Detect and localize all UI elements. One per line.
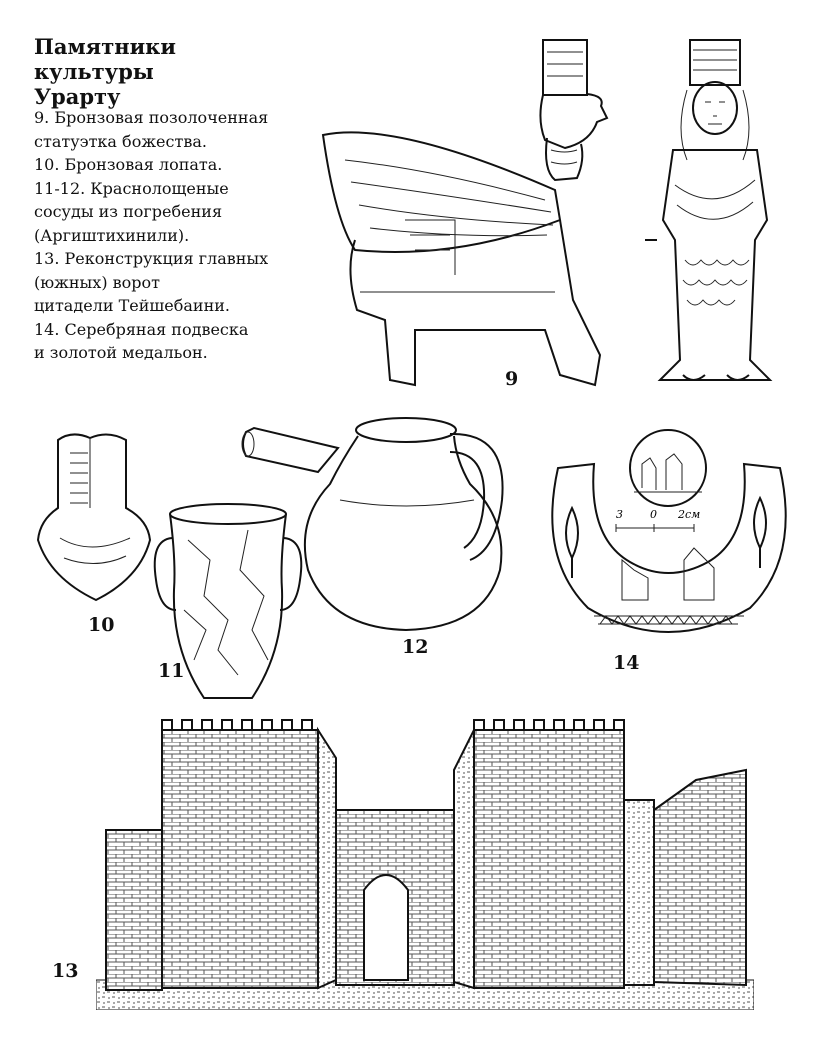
caption-line: 11-12. Краснолощеные <box>34 178 229 198</box>
title-line-2: культуры <box>34 59 154 84</box>
figure-number-9: 9 <box>505 368 519 390</box>
winged-deity-drawing <box>321 39 773 387</box>
caption-line: (южных) ворот <box>34 272 161 292</box>
caption-line: статуэтка божества. <box>34 131 207 151</box>
spouted-jug-drawing <box>241 417 504 632</box>
figure-13-citadel-gate <box>96 710 754 1010</box>
figure-number-11: 11 <box>158 660 185 682</box>
caption-line: 10. Бронзовая лопата. <box>34 155 223 174</box>
caption-line: 14. Серебряная подвеска <box>34 319 249 339</box>
title-line-1: Памятники <box>34 34 176 59</box>
figure-number-14: 14 <box>613 652 640 674</box>
pendant-medallion-drawing: 3 0 2см <box>551 429 787 633</box>
caption-line: цитадели Тейшебаини. <box>34 296 230 315</box>
scale-label-left: 3 <box>616 508 623 521</box>
title-line-3: Урарту <box>34 84 121 109</box>
figure-9-winged-deity <box>315 30 795 400</box>
figure-number-13: 13 <box>52 960 79 982</box>
figure-12-spouted-jug <box>238 400 510 635</box>
figure-number-10: 10 <box>88 614 115 636</box>
scale-label-right: 2см <box>677 508 700 521</box>
figure-10-bronze-shovel <box>30 428 160 606</box>
cracked-vessel-drawing <box>153 503 303 699</box>
scale-label-mid: 0 <box>650 508 657 521</box>
caption-line: 9. Бронзовая позолоченная <box>34 108 269 127</box>
page-title: Памятники культуры Урарту <box>34 34 176 109</box>
citadel-gate-drawing <box>96 719 754 1010</box>
figure-14-pendant-medallion: 3 0 2см <box>538 428 800 648</box>
caption-line: и золотой медальон. <box>34 343 208 362</box>
caption-line: (Аргиштихинили). <box>34 225 190 245</box>
bronze-shovel-drawing <box>36 433 152 602</box>
figure-captions: 9. Бронзовая позолоченная статуэтка боже… <box>34 106 268 365</box>
caption-line: сосуды из погребения <box>34 202 223 221</box>
figure-11-cracked-vessel <box>148 500 308 705</box>
caption-line: 13. Реконструкция главных <box>34 249 269 268</box>
figure-number-12: 12 <box>402 636 429 658</box>
